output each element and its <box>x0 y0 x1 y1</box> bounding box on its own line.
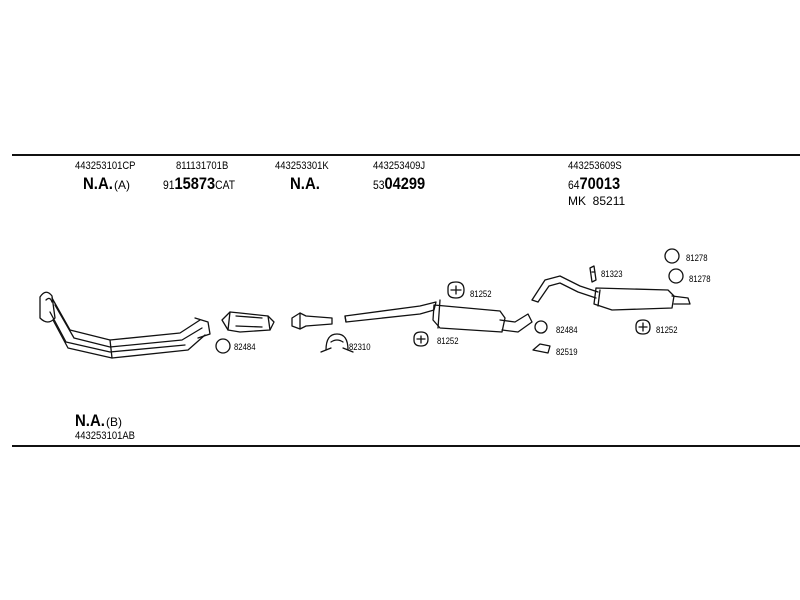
part-number-front-pipe: 443253101CP <box>75 160 136 172</box>
label-ring-2: 81278 <box>689 274 711 284</box>
label-mount-3: 81252 <box>656 325 678 335</box>
label-clamp-1: 82310 <box>349 342 371 352</box>
label-gasket-2: 82484 <box>556 325 578 335</box>
order-code-rear-silencer: 6470013 <box>568 175 620 192</box>
label-ring-1: 81278 <box>686 253 708 263</box>
part-number-rear-silencer: 443253609S <box>568 160 622 172</box>
variant-label: (B) <box>106 415 122 429</box>
intermediate-pipe-drawing <box>291 312 333 330</box>
mounting-kit: MK 85211 <box>568 195 625 207</box>
label-bracket: 81323 <box>601 269 623 279</box>
order-code-number: 04299 <box>384 174 426 193</box>
front-pipe-drawing <box>39 291 211 359</box>
label-mount-2: 81252 <box>437 336 459 346</box>
rubber-mount-2 <box>413 331 429 347</box>
availability-label: N.A. <box>75 411 105 430</box>
bottom-rule <box>12 445 800 447</box>
order-code-catalyst: 9115873CAT <box>163 175 235 192</box>
gasket-flat-drawing <box>532 343 551 354</box>
sealing-ring-1 <box>664 248 680 264</box>
mounting-kit-number: 85211 <box>592 194 626 208</box>
exhaust-clamp-drawing <box>320 333 354 353</box>
label-gasket-1: 82484 <box>234 342 256 352</box>
footer-availability: N.A.(B) <box>75 412 122 430</box>
order-code-prefix: 91 <box>163 178 175 192</box>
order-code-number: 15873 <box>174 174 216 193</box>
label-gasket-3: 82519 <box>556 347 578 357</box>
rubber-mount-1 <box>447 281 465 299</box>
middle-silencer-drawing <box>344 299 533 333</box>
order-code-prefix: 53 <box>373 178 385 192</box>
footer-part-number: 443253101AB <box>75 430 135 442</box>
hanger-bracket-drawing <box>589 265 597 283</box>
rear-silencer-drawing <box>531 275 691 311</box>
gasket-ring-2 <box>534 320 548 334</box>
variant-label: (A) <box>114 178 130 192</box>
order-code-number: 70013 <box>579 174 621 193</box>
gasket-ring-1 <box>215 338 231 354</box>
availability-label: N.A. <box>83 174 113 193</box>
sealing-ring-2 <box>668 268 684 284</box>
availability-front-pipe: N.A.(A) <box>83 175 130 193</box>
order-code-prefix: 64 <box>568 178 580 192</box>
rubber-mount-3 <box>635 319 651 335</box>
mounting-kit-prefix: MK <box>568 194 586 208</box>
order-code-middle-silencer: 5304299 <box>373 175 425 192</box>
catalytic-converter-drawing <box>221 311 275 333</box>
part-number-intermediate-pipe: 443253301K <box>275 160 329 172</box>
top-rule <box>12 154 800 156</box>
part-number-catalyst: 811131701B <box>176 160 229 172</box>
availability-intermediate-pipe: N.A. <box>290 174 320 193</box>
label-mount-1: 81252 <box>470 289 492 299</box>
order-code-suffix: CAT <box>215 178 236 192</box>
part-number-middle-silencer: 443253409J <box>373 160 426 172</box>
